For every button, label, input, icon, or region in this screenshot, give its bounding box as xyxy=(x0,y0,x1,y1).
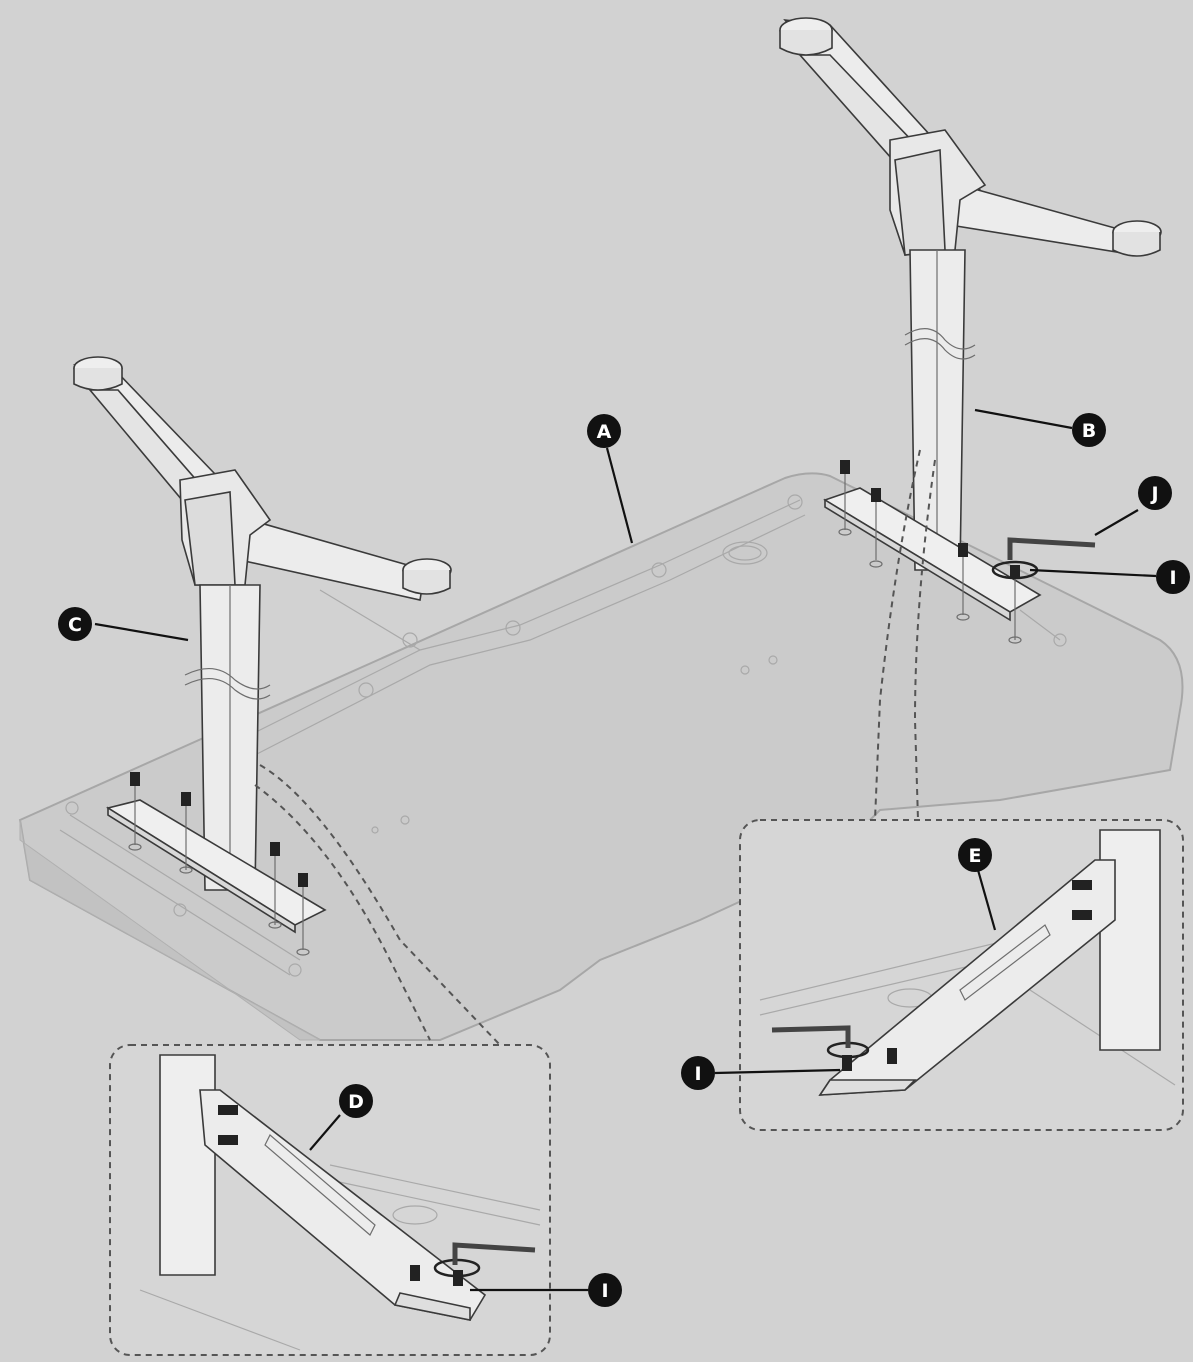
callout-i-inset-right-label: I xyxy=(694,1063,701,1085)
inset-detail-right xyxy=(739,819,1184,1131)
callout-j: J xyxy=(1138,476,1172,510)
callout-i-main-label: I xyxy=(1169,567,1176,589)
callout-d: D xyxy=(339,1084,373,1118)
callout-i-inset-left-label: I xyxy=(601,1280,608,1302)
callout-d-label: D xyxy=(348,1091,364,1113)
allen-key-icon xyxy=(771,1025,851,1048)
callout-i-inset-right: I xyxy=(681,1056,715,1090)
allen-key-icon xyxy=(1007,537,1096,560)
callout-i-main: I xyxy=(1156,560,1190,594)
callout-a: A xyxy=(587,414,621,448)
inset-detail-left xyxy=(109,1044,551,1356)
allen-key-icon xyxy=(452,1242,536,1265)
leader-lines xyxy=(94,408,1157,1292)
left-leg-assembly xyxy=(73,356,452,956)
callout-c: C xyxy=(58,607,92,641)
callout-e: E xyxy=(958,838,992,872)
callout-j-label: J xyxy=(1149,483,1158,505)
callout-b: B xyxy=(1072,413,1106,447)
screw-icon xyxy=(130,772,308,950)
callout-c-label: C xyxy=(68,614,82,636)
callout-i-inset-left: I xyxy=(588,1273,622,1307)
right-leg-assembly xyxy=(779,17,1162,644)
callout-e-label: E xyxy=(969,845,982,867)
screw-icon xyxy=(840,460,1020,640)
detail-zoom-lines xyxy=(254,449,936,1046)
callout-a-label: A xyxy=(597,421,612,443)
desktop-panel xyxy=(18,472,1184,1041)
callout-b-label: B xyxy=(1082,420,1096,442)
